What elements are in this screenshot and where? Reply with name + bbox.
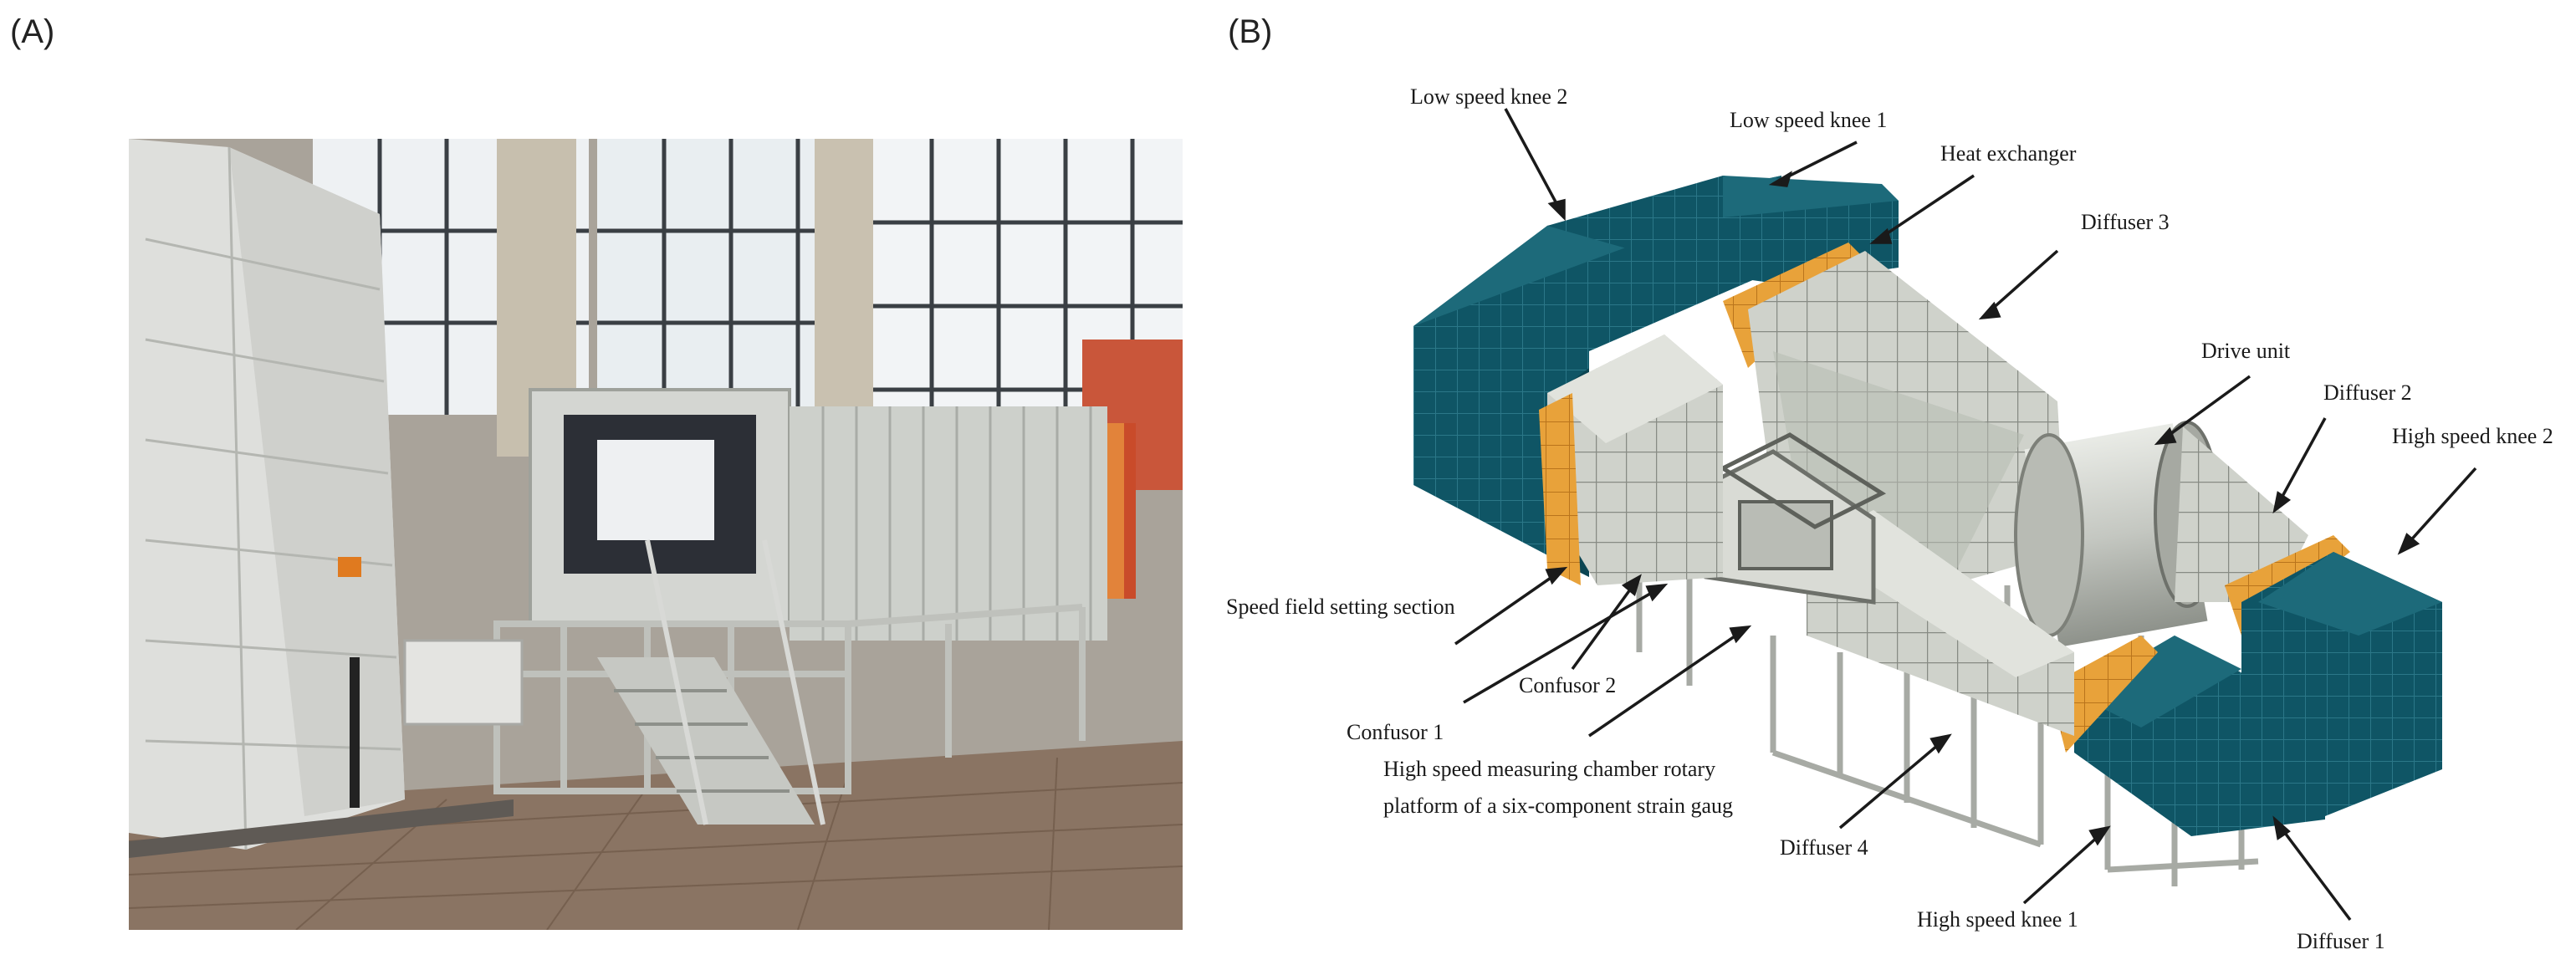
confusor-section [1547, 334, 1723, 585]
floor-grate [129, 799, 514, 858]
label-high-speed-knee-2: High speed knee 2 [2392, 424, 2553, 448]
label-low-speed-knee-1: Low speed knee 1 [1730, 108, 1887, 132]
tunnel-test-section [529, 388, 1136, 641]
label-speed-field-setting-section: Speed field setting section [1226, 595, 1455, 619]
label-diffuser-4: Diffuser 4 [1780, 835, 1868, 860]
screen-diffuser-1 [2049, 636, 2158, 753]
label-confusor-1: Confusor 1 [1347, 720, 1444, 744]
diffuser-2 [2175, 426, 2308, 602]
label-high-speed-chamber-line1: High speed measuring chamber rotary [1383, 757, 1715, 781]
label-low-speed-knee-2: Low speed knee 2 [1410, 84, 1567, 109]
high-speed-measuring-chamber [1704, 432, 1887, 605]
tunnel-left-duct [129, 139, 405, 850]
photo-illustration [129, 139, 1183, 930]
speed-field-screen [1539, 393, 1581, 585]
high-speed-knee-1 [2074, 636, 2325, 836]
label-heat-exchanger: Heat exchanger [1940, 141, 2077, 166]
wind-tunnel-photo [129, 139, 1183, 930]
panel-b-label: (B) [1228, 13, 1273, 50]
panel-a-label: (A) [10, 13, 55, 50]
label-diffuser-2: Diffuser 2 [2323, 380, 2412, 405]
label-high-speed-chamber-line2: platform of a six-component strain gaug [1383, 794, 1733, 818]
callout-arrows [1454, 108, 2477, 922]
control-cabinet [403, 639, 524, 726]
label-diffuser-3: Diffuser 3 [2081, 210, 2170, 234]
label-drive-unit: Drive unit [2201, 339, 2291, 363]
label-confusor-2: Confusor 2 [1519, 673, 1616, 697]
access-stairs [597, 539, 825, 825]
label-high-speed-knee-1: High speed knee 1 [1917, 907, 2078, 932]
low-speed-knee-1 [1547, 176, 1899, 284]
label-diffuser-1: Diffuser 1 [2297, 929, 2385, 953]
